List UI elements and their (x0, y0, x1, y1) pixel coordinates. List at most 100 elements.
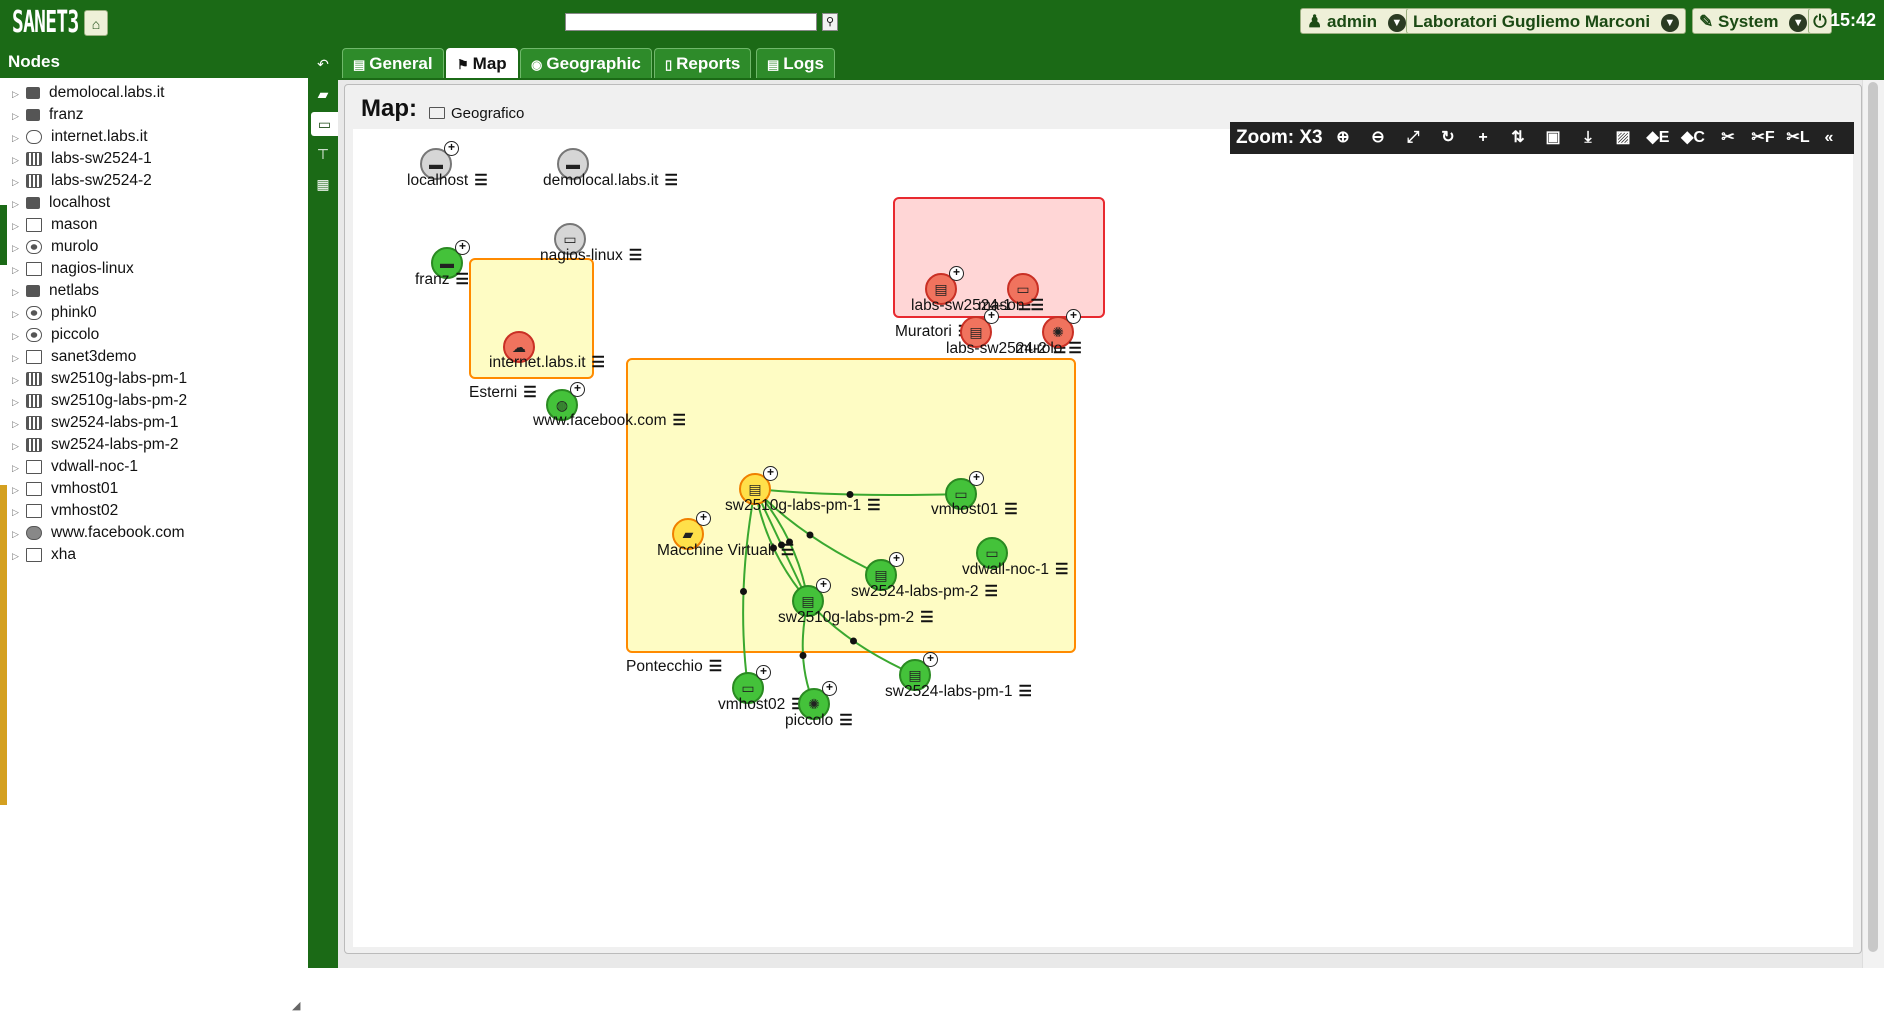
map-node-label[interactable]: localhost☰ (407, 171, 488, 190)
add-icon[interactable]: + (1478, 129, 1488, 146)
expand-arrow-icon[interactable]: ▷ (12, 155, 19, 165)
expand-arrow-icon[interactable]: ▷ (12, 375, 19, 385)
tree-item[interactable]: ▷vdwall-noc-1 (12, 456, 302, 478)
tree-item[interactable]: ▷murolo (12, 236, 302, 258)
map-node-pm1_24[interactable]: ▤+ (899, 652, 938, 691)
expand-arrow-icon[interactable]: ▷ (12, 199, 19, 209)
menu-icon[interactable]: ☰ (984, 583, 998, 600)
collapse-icon[interactable]: « (1824, 129, 1834, 146)
unlink-icon[interactable]: ✂ (1721, 129, 1735, 146)
download-icon[interactable]: ⤓ (1584, 129, 1592, 146)
link-midpoint-dot[interactable] (778, 541, 785, 549)
grid-icon[interactable]: ▦ (316, 176, 330, 192)
expand-arrow-icon[interactable]: ▷ (12, 419, 19, 429)
map-node-label[interactable]: www.facebook.com☰ (533, 411, 686, 430)
tree-item[interactable]: ▷piccolo (12, 324, 302, 346)
tenant-menu-button[interactable]: Laboratori Gugliemo Marconi ▼ (1406, 8, 1686, 34)
menu-icon[interactable]: ☰ (1004, 501, 1018, 518)
link-midpoint-dot[interactable] (786, 538, 793, 546)
expand-plus-icon[interactable]: + (949, 266, 964, 281)
resize-handle-icon[interactable]: ◢ (292, 1000, 301, 1012)
search-input[interactable] (565, 13, 817, 31)
expand-arrow-icon[interactable]: ▷ (12, 551, 19, 561)
tree-item[interactable]: ▷mason (12, 214, 302, 236)
tree-item[interactable]: ▷sw2510g-labs-pm-1 (12, 368, 302, 390)
map-node-localhost[interactable]: ▬+ (420, 141, 459, 180)
map-group-pontecchio[interactable] (626, 358, 1076, 653)
save-icon[interactable]: ▣ (1545, 129, 1561, 146)
tree-item[interactable]: ▷labs-sw2524-1 (12, 148, 302, 170)
expand-arrow-icon[interactable]: ▷ (12, 441, 19, 451)
user-menu-button[interactable]: ♟ admin ▼ (1300, 8, 1413, 34)
expand-plus-icon[interactable]: + (984, 309, 999, 324)
map-node-facebook[interactable]: ◍+ (546, 382, 585, 421)
menu-icon[interactable]: ☰ (708, 658, 723, 675)
map-node-nagios[interactable]: ▭ (554, 223, 586, 255)
link-midpoint-dot[interactable] (850, 637, 857, 645)
map-node-macchine[interactable]: ▰+ (672, 511, 711, 550)
search-button[interactable]: ⚲ (822, 13, 838, 31)
link-midpoint-dot[interactable] (770, 544, 777, 552)
tree-item[interactable]: ▷vmhost02 (12, 500, 302, 522)
home-button[interactable]: ⌂ (84, 10, 108, 36)
expand-arrow-icon[interactable]: ▷ (12, 111, 19, 121)
menu-icon[interactable]: ☰ (920, 609, 934, 626)
system-menu-button[interactable]: ✎ System ▼ (1692, 8, 1815, 34)
zoom-in-icon[interactable]: ⊕ (1336, 129, 1350, 146)
tab-map[interactable]: ⚑Map (446, 48, 518, 78)
expand-plus-icon[interactable]: + (923, 652, 938, 667)
folder-open-icon[interactable]: ▰ (317, 86, 329, 102)
menu-icon[interactable]: ☰ (1055, 561, 1069, 578)
tag-c-icon[interactable]: ◆C (1681, 129, 1705, 146)
tree-item[interactable]: ▷localhost (12, 192, 302, 214)
expand-plus-icon[interactable]: + (1066, 309, 1081, 324)
refresh-icon[interactable]: ↻ (1441, 129, 1455, 146)
map-node-mason[interactable]: ▭ (1007, 273, 1039, 305)
expand-arrow-icon[interactable]: ▷ (12, 243, 19, 253)
menu-icon[interactable]: ☰ (474, 172, 488, 189)
tree-item[interactable]: ▷sw2524-labs-pm-1 (12, 412, 302, 434)
scrollbar-thumb[interactable] (1868, 82, 1878, 952)
menu-icon[interactable]: ☰ (1030, 297, 1044, 314)
tree-item[interactable]: ▷phink0 (12, 302, 302, 324)
menu-icon[interactable]: ☰ (664, 172, 678, 189)
menu-icon[interactable]: ☰ (628, 247, 643, 264)
tree-item[interactable]: ▷vmhost01 (12, 478, 302, 500)
map-node-label[interactable]: Macchine Virtuali☰ (657, 541, 794, 560)
expand-plus-icon[interactable]: + (822, 681, 837, 696)
expand-plus-icon[interactable]: + (816, 578, 831, 593)
image-icon[interactable]: ▨ (1615, 129, 1631, 146)
expand-arrow-icon[interactable]: ▷ (12, 397, 19, 407)
tree-item[interactable]: ▷nagios-linux (12, 258, 302, 280)
map-node-label[interactable]: sw2524-labs-pm-2☰ (851, 582, 998, 601)
map-group-label[interactable]: Pontecchio☰ (626, 657, 722, 676)
map-node-label[interactable]: sw2524-labs-pm-1☰ (885, 682, 1032, 701)
expand-arrow-icon[interactable]: ▷ (12, 529, 19, 539)
menu-icon[interactable]: ☰ (455, 271, 469, 288)
map-node-label[interactable]: piccolo☰ (785, 711, 853, 730)
tab-geographic[interactable]: ◉Geographic (520, 48, 652, 78)
sitemap-icon[interactable]: ⊤ (316, 146, 330, 162)
map-breadcrumb[interactable]: Geografico (429, 105, 524, 122)
map-node-label[interactable]: internet.labs.it☰ (489, 353, 605, 372)
map-node-pm2_24[interactable]: ▤+ (865, 552, 904, 591)
map-node-vdwall[interactable]: ▭ (976, 537, 1008, 569)
link-midpoint-dot[interactable] (846, 491, 854, 498)
map-group-label[interactable]: Esterni☰ (469, 383, 537, 402)
map-node-pm1[interactable]: ▤+ (739, 466, 778, 505)
back-icon[interactable]: ↶ (317, 56, 329, 72)
menu-icon[interactable]: ☰ (523, 384, 537, 401)
map-node-labs2[interactable]: ▤+ (960, 309, 999, 348)
menu-icon[interactable]: ☰ (780, 542, 795, 559)
map-node-pm2[interactable]: ▤+ (792, 578, 831, 617)
tree-item[interactable]: ▷sw2510g-labs-pm-2 (12, 390, 302, 412)
zoom-out-icon[interactable]: ⊖ (1371, 129, 1385, 146)
tree-item[interactable]: ▷sw2524-labs-pm-2 (12, 434, 302, 456)
expand-plus-icon[interactable]: + (889, 552, 904, 567)
tree-item[interactable]: ▷demolocal.labs.it (12, 82, 302, 104)
expand-arrow-icon[interactable]: ▷ (12, 221, 19, 231)
menu-icon[interactable]: ☰ (839, 712, 853, 729)
expand-arrow-icon[interactable]: ▷ (12, 331, 19, 341)
map-node-vmhost02[interactable]: ▭+ (732, 665, 771, 704)
expand-arrow-icon[interactable]: ▷ (12, 287, 19, 297)
